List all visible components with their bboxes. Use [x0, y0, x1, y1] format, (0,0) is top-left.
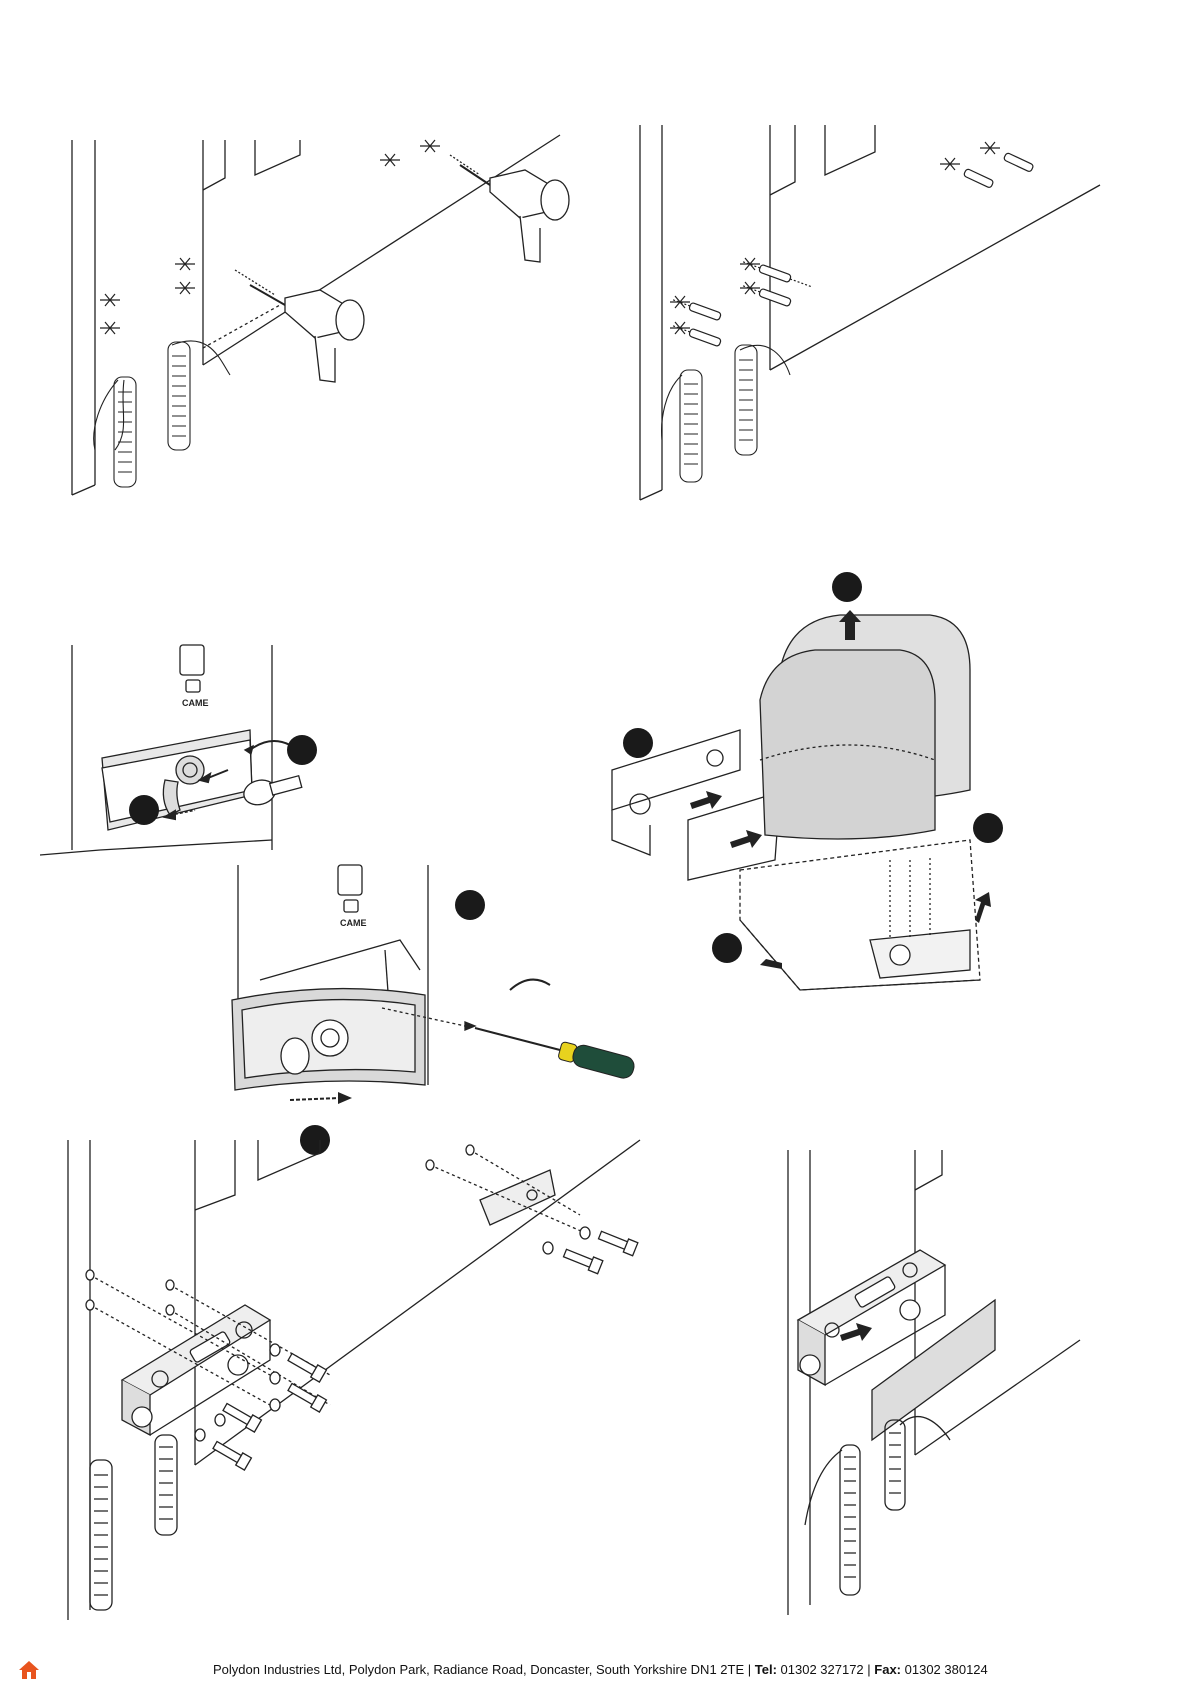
footer-tel-label: Tel: — [755, 1662, 777, 1677]
step-dot — [712, 933, 742, 963]
figure-remove-housing — [600, 560, 1110, 1060]
footer-contact: Polydon Industries Ltd, Polydon Park, Ra… — [213, 1662, 988, 1677]
step-dot — [832, 572, 862, 602]
came-logo: CAME — [340, 918, 367, 928]
footer-tel: 01302 327172 — [777, 1662, 864, 1677]
step-dot — [129, 795, 159, 825]
figure-fix-plate — [60, 1135, 700, 1625]
footer-company: Polydon Industries Ltd, Polydon Park, Ra… — [213, 1662, 744, 1677]
figure-unscrew-cover: CAME — [220, 860, 660, 1160]
footer-separator: | — [864, 1662, 875, 1677]
home-icon[interactable] — [18, 1660, 40, 1680]
step-dot — [287, 735, 317, 765]
step-dot — [623, 728, 653, 758]
step-dot — [973, 813, 1003, 843]
figure-mount-bracket — [780, 1145, 1110, 1625]
footer-fax-label: Fax: — [874, 1662, 901, 1677]
figure-drill-holes — [60, 130, 620, 510]
step-dot — [455, 890, 485, 920]
footer-fax: 01302 380124 — [901, 1662, 988, 1677]
came-logo: CAME — [182, 698, 209, 708]
figure-insert-plugs — [620, 120, 1120, 510]
footer-separator: | — [744, 1662, 755, 1677]
footer: Polydon Industries Ltd, Polydon Park, Ra… — [0, 1648, 1190, 1684]
